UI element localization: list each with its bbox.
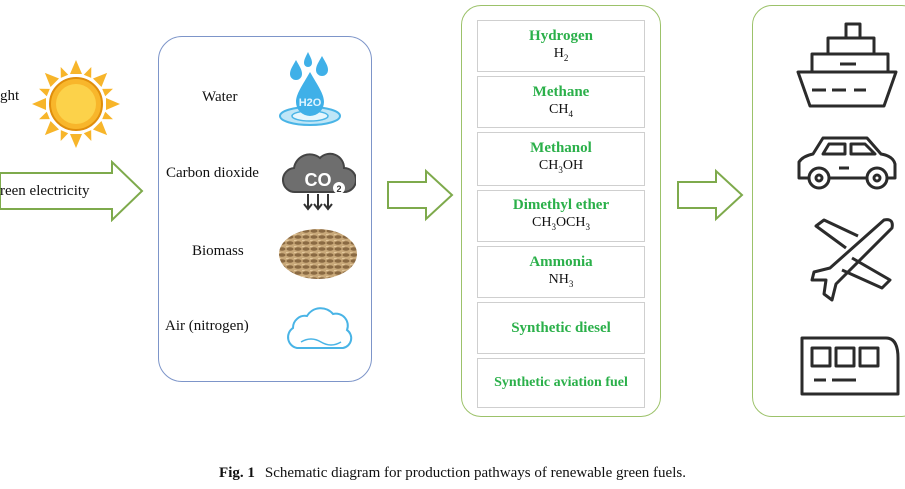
caption-label: Fig. 1: [219, 465, 255, 481]
transport-panel: [752, 5, 905, 417]
fuel-name: Dimethyl ether: [512, 197, 610, 213]
fuel-name: Ammonia: [529, 254, 593, 270]
car-icon: [797, 136, 897, 190]
arrow-to-fuels: [387, 168, 454, 222]
fuel-box-methane: Methane CH4: [477, 76, 645, 128]
fuel-box-synthetic-diesel: Synthetic diesel: [477, 302, 645, 354]
electricity-arrow: [0, 160, 144, 222]
co2-cloud-icon: CO 2: [282, 152, 356, 211]
fuel-formula: H2: [553, 46, 569, 63]
fuel-name: Methanol: [530, 140, 592, 156]
inputs-panel: [158, 36, 372, 382]
figure-caption: Fig. 1 Schematic diagram for production p…: [0, 465, 905, 482]
fuel-formula: CH3OCH3: [531, 215, 590, 232]
fuel-formula: CH4: [549, 102, 573, 119]
airplane-icon: [810, 218, 894, 302]
air-cloud-icon: [287, 307, 353, 349]
sun-icon: [32, 60, 120, 148]
fuel-box-synthetic-aviation-fuel: Synthetic aviation fuel: [477, 358, 645, 408]
co2-icon-sub: 2: [336, 184, 341, 194]
fuels-panel: Hydrogen H2 Methane CH4 Methanol CH3OH D…: [461, 5, 661, 417]
fuel-box-ammonia: Ammonia NH3: [477, 246, 645, 298]
fuel-name: Methane: [532, 84, 590, 100]
input-label-air: Air (nitrogen): [165, 318, 249, 334]
fuel-box-methanol: Methanol CH3OH: [477, 132, 645, 186]
train-icon: [800, 336, 900, 396]
fuel-name: Synthetic diesel: [511, 320, 611, 336]
biomass-pellets-icon: [279, 229, 357, 279]
fuel-formula: NH3: [548, 272, 574, 289]
fuel-formula: CH3OH: [538, 158, 584, 175]
fuel-box-dimethyl-ether: Dimethyl ether CH3OCH3: [477, 190, 645, 242]
fuel-name: Synthetic aviation fuel: [494, 375, 628, 390]
ship-icon: [796, 22, 898, 108]
input-label-biomass: Biomass: [192, 243, 244, 259]
fuel-box-hydrogen: Hydrogen H2: [477, 20, 645, 72]
electricity-label: reen electricity: [0, 183, 90, 199]
arrow-to-transport: [677, 168, 744, 222]
water-icon-text: H2O: [299, 97, 322, 109]
input-label-co2: Carbon dioxide: [166, 165, 259, 181]
co2-icon-text: CO: [305, 170, 332, 190]
fuel-name: Hydrogen: [529, 28, 593, 44]
input-label-water: Water: [202, 89, 238, 105]
sunlight-label: ght: [0, 88, 20, 104]
water-drops-h2o-icon: H2O: [279, 52, 341, 126]
caption-text: Schematic diagram for production pathway…: [264, 465, 686, 481]
